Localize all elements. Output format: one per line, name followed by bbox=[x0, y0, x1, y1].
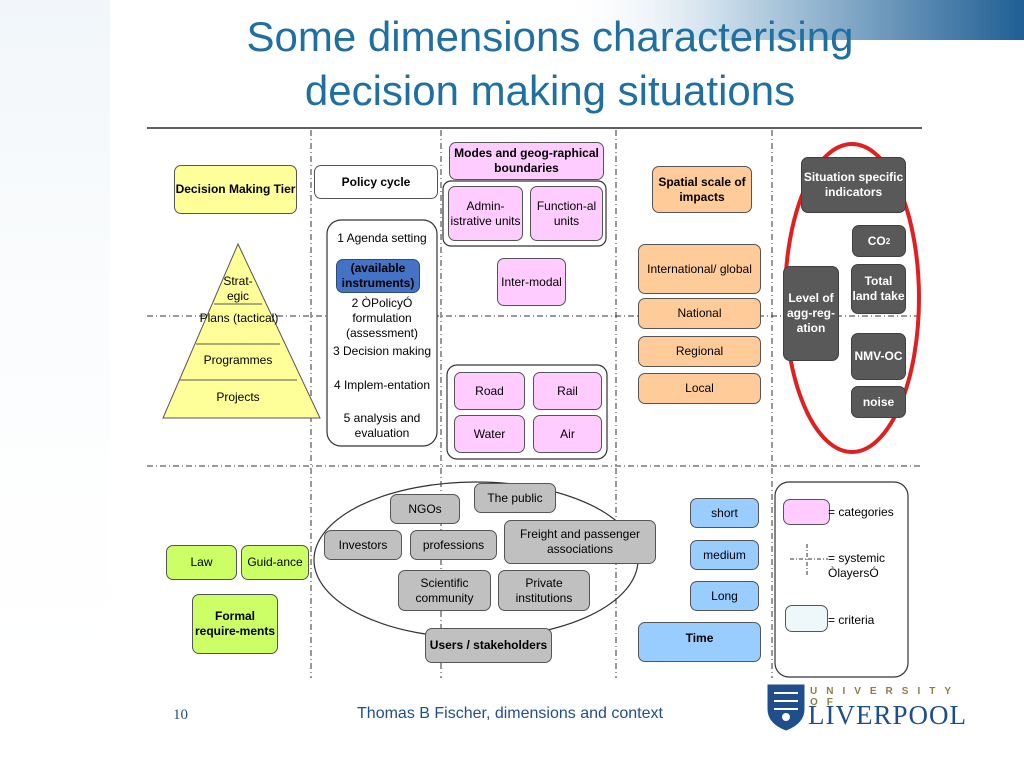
policy-step-evaluation: 5 analysis and evaluation bbox=[343, 411, 421, 440]
time-medium: medium bbox=[690, 540, 759, 570]
tier-strategic: Strat-egic bbox=[223, 274, 253, 303]
policy-step-implementation: 4 Implem-entation bbox=[333, 378, 431, 392]
spatial-national: National bbox=[638, 298, 761, 329]
stakeholder-freight-passenger: Freight and passenger associations bbox=[504, 520, 656, 564]
mode-functional-units: Function-al units bbox=[530, 186, 603, 241]
legend-systemic-label: = systemic ÒlayersÓ bbox=[828, 551, 886, 580]
spatial-international: International/ global bbox=[638, 244, 761, 294]
stakeholder-private-institutions: Private institutions bbox=[498, 570, 590, 611]
stakeholder-investors: Investors bbox=[324, 530, 402, 560]
indicator-nmvoc: NMV-OC bbox=[851, 333, 906, 380]
stakeholder-ngos: NGOs bbox=[390, 494, 460, 524]
formal-requirements: Formal require-ments bbox=[192, 594, 278, 654]
footer-text: Thomas B Fischer, dimensions and context bbox=[357, 705, 663, 722]
mode-administrative-units: Admin-istrative units bbox=[448, 186, 523, 241]
time-long: Long bbox=[690, 581, 759, 611]
tier-projects: Projects bbox=[216, 390, 260, 404]
mode-air: Air bbox=[533, 415, 602, 453]
slide-title-line2: decision making situations bbox=[304, 67, 796, 114]
tier-plans: Plans (tactical) bbox=[199, 311, 279, 325]
tier-pyramid bbox=[162, 242, 321, 419]
legend-frame bbox=[774, 481, 909, 678]
stakeholder-scientific-community: Scientific community bbox=[398, 570, 491, 611]
indicator-co2-label: CO bbox=[867, 233, 886, 248]
mode-road: Road bbox=[454, 372, 525, 410]
modes-header: Modes and geog-raphical boundaries bbox=[449, 142, 604, 180]
legend-categories-label: = categories bbox=[828, 505, 894, 519]
stakeholder-professions: professions bbox=[410, 530, 497, 560]
indicator-noise: noise bbox=[851, 386, 906, 418]
mode-rail: Rail bbox=[533, 372, 602, 410]
available-instruments: (available instruments) bbox=[336, 259, 420, 293]
decision-tier-header: Decision Making Tier bbox=[174, 165, 297, 214]
time-label: Time bbox=[638, 622, 761, 662]
university-crest-icon bbox=[767, 684, 805, 731]
users-stakeholders-label: Users / stakeholders bbox=[425, 628, 552, 663]
policy-step-decision: 3 Decision making bbox=[332, 344, 432, 358]
indicator-land-take: Total land take bbox=[851, 264, 906, 314]
legend-criteria-label: = criteria bbox=[828, 613, 875, 627]
legend-category-swatch bbox=[783, 499, 830, 525]
requirement-law: Law bbox=[166, 545, 237, 580]
spatial-local: Local bbox=[638, 373, 761, 404]
mode-water: Water bbox=[454, 415, 525, 453]
mode-intermodal: Inter-modal bbox=[497, 258, 566, 306]
requirement-guidance: Guid-ance bbox=[241, 545, 309, 580]
policy-step-formulation: 2 ÒPolicyÓ formulation (assessment) bbox=[345, 296, 419, 340]
stakeholder-public: The public bbox=[474, 483, 556, 513]
policy-cycle-header: Policy cycle bbox=[314, 165, 438, 199]
geog-units-group bbox=[442, 180, 607, 247]
spatial-regional: Regional bbox=[638, 336, 761, 367]
indicators-header: Situation specific indicators bbox=[801, 157, 906, 213]
slide-title-line1: Some dimensions characterising bbox=[246, 13, 854, 60]
time-short: short bbox=[690, 498, 759, 528]
indicator-co2-subscript: 2 bbox=[885, 236, 891, 246]
university-name-text: LIVERPOOL bbox=[808, 700, 967, 730]
university-of-text: UNIVERSITY OF bbox=[810, 686, 960, 708]
page-number: 10 bbox=[173, 707, 188, 723]
legend-criteria-swatch bbox=[785, 605, 828, 632]
tier-programmes: Programmes bbox=[203, 353, 273, 367]
policy-step-agenda: 1 Agenda setting bbox=[337, 231, 427, 245]
spatial-scale-header: Spatial scale of impacts bbox=[652, 166, 752, 213]
indicator-aggregation-level: Level of agg-reg-ation bbox=[783, 266, 839, 361]
modes-group bbox=[446, 364, 608, 460]
